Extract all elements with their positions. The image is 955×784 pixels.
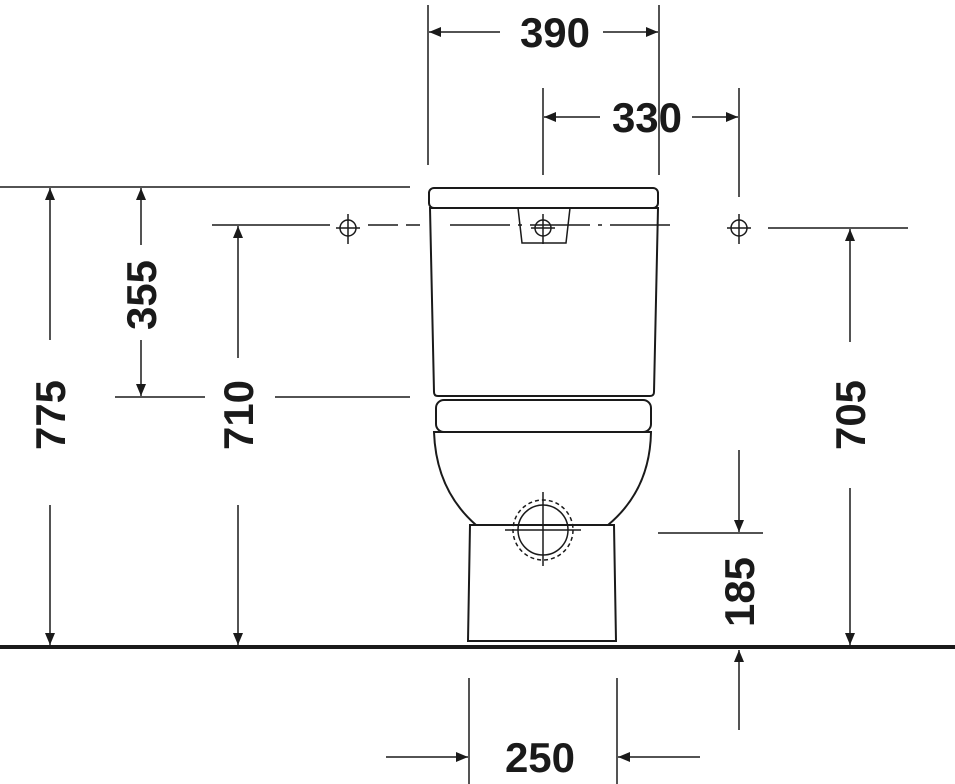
dimension-355: 355: [118, 188, 165, 396]
dimension-label: 390: [520, 9, 590, 56]
dimension-label: 710: [215, 380, 262, 450]
fixing-hole-icon: [531, 214, 555, 244]
dimension-label: 330: [612, 94, 682, 141]
dimension-250: 250: [386, 678, 700, 784]
dimension-390: 390: [427, 5, 660, 175]
dimension-label: 250: [505, 734, 575, 781]
dimension-710: 710: [215, 226, 262, 645]
dimension-label: 705: [827, 380, 874, 450]
dimension-label: 185: [716, 557, 763, 627]
dimension-185: 185: [658, 450, 763, 730]
fixing-hole-icon: [336, 214, 360, 244]
dimension-label: 775: [27, 380, 74, 450]
dimension-label: 355: [118, 260, 165, 330]
toilet-outline: [428, 187, 660, 642]
dimension-775: 775: [27, 188, 74, 645]
dimension-705: 705: [827, 229, 874, 645]
dimension-330: 330: [542, 88, 740, 197]
fixing-hole-icon: [727, 214, 751, 244]
fixing-hole-centerline: [212, 224, 908, 229]
